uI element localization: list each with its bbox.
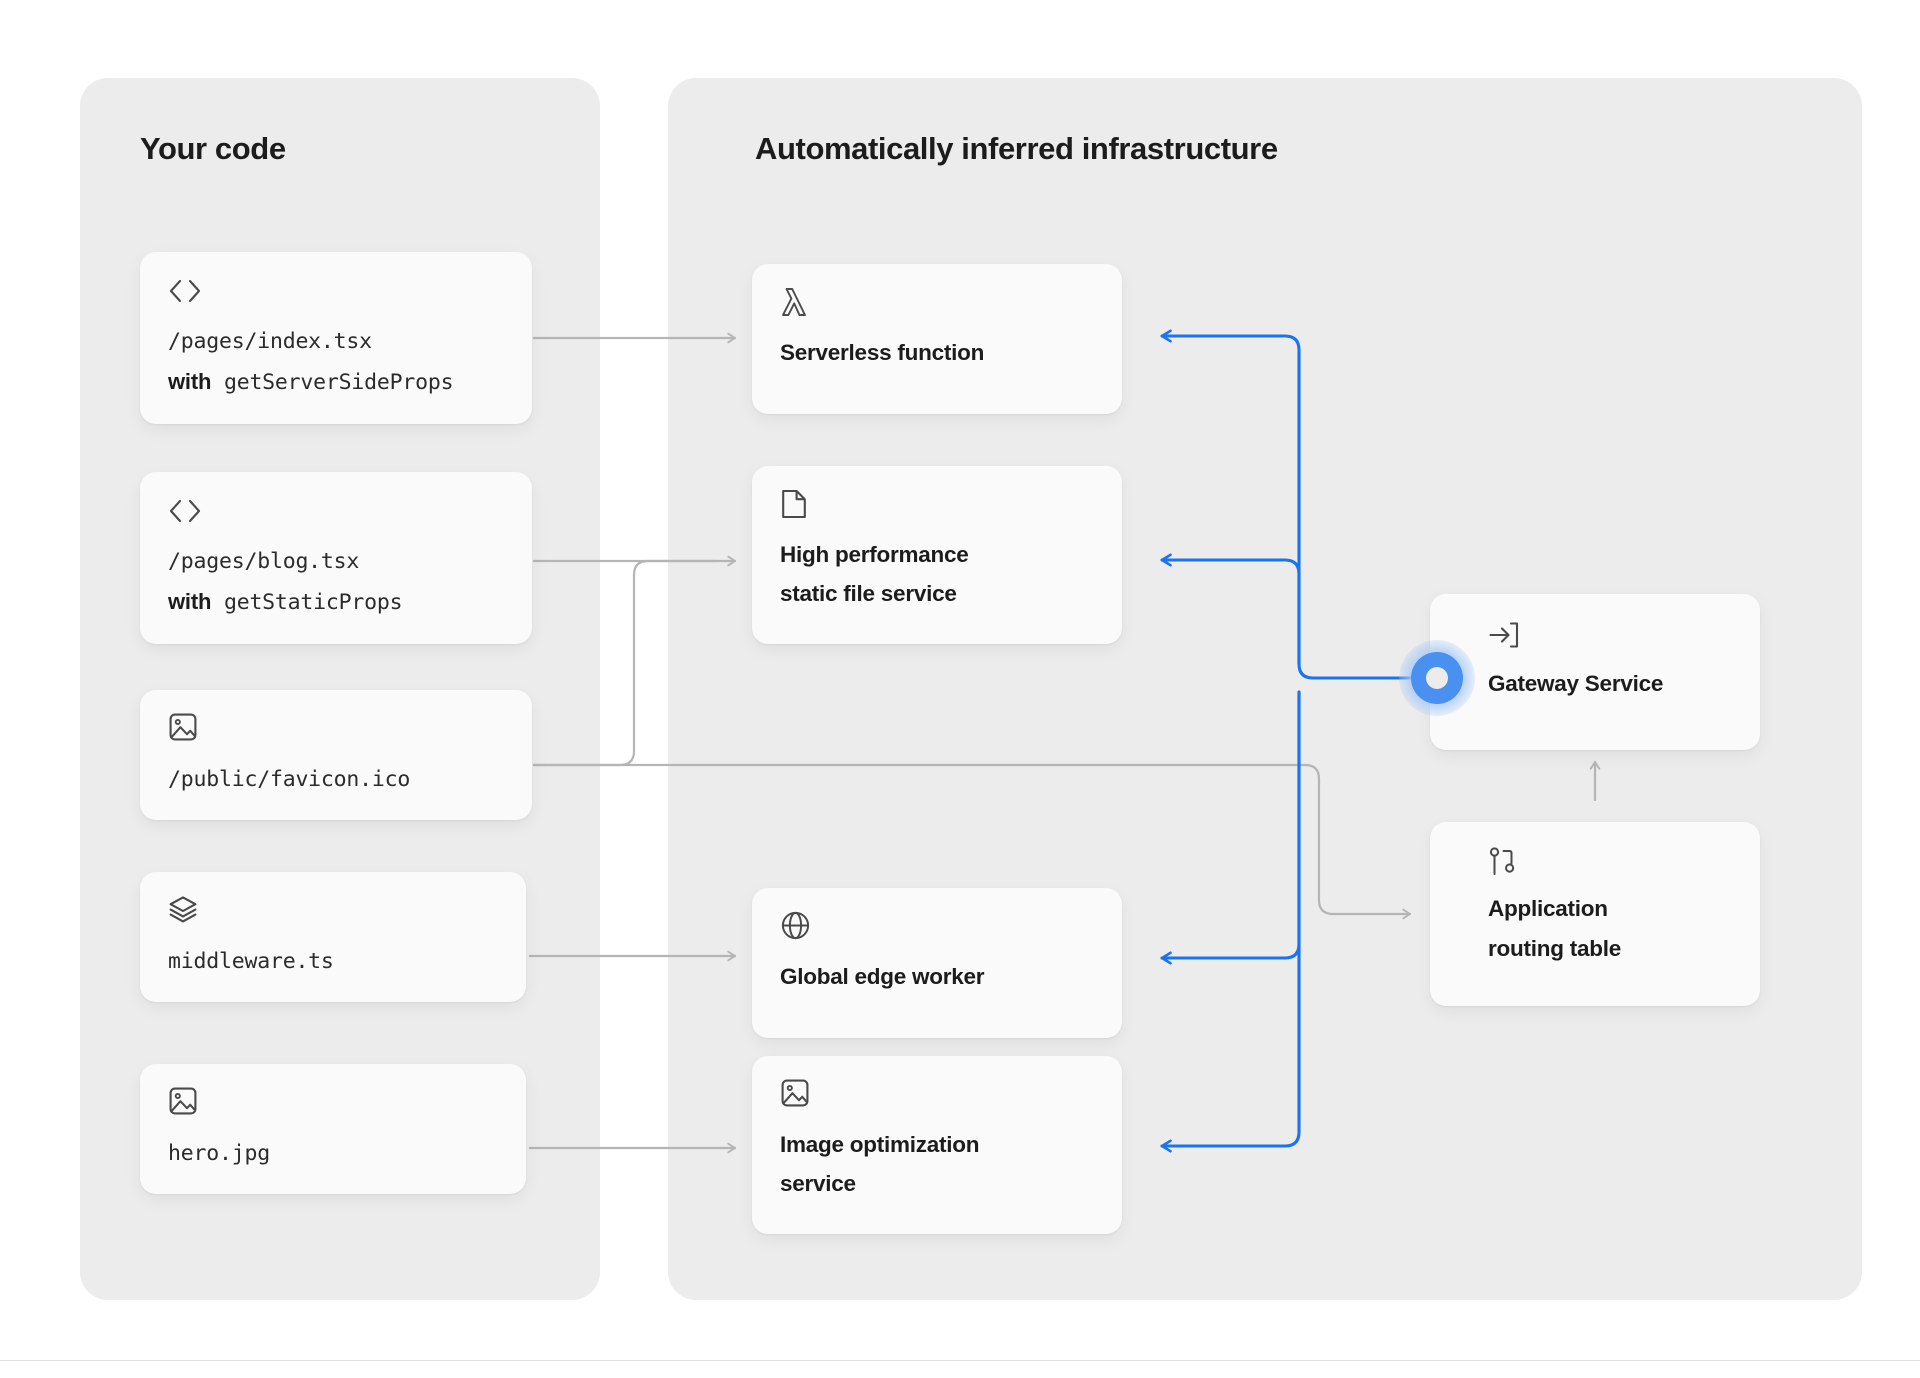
code-brackets-icon <box>168 278 202 304</box>
image-icon <box>168 712 198 742</box>
code-card-detail: with getServerSideProps <box>168 362 454 403</box>
code-card-path: /pages/index.tsx <box>168 329 372 354</box>
code-card-blog-tsx[interactable]: /pages/blog.tsx with getStaticProps <box>140 472 532 644</box>
code-card-path: /public/favicon.ico <box>168 767 411 792</box>
code-card-keyword: with <box>168 589 212 614</box>
right-card-label: Application <box>1488 896 1608 921</box>
code-card-fn: getStaticProps <box>223 590 403 615</box>
right-card-label-line2: routing table <box>1488 936 1621 961</box>
code-card-favicon-ico[interactable]: /public/favicon.ico <box>140 690 532 820</box>
code-card-middleware-ts[interactable]: middleware.ts <box>140 872 526 1002</box>
infra-card-global-edge-worker[interactable]: Global edge worker <box>752 888 1122 1038</box>
gateway-hub-node[interactable] <box>1399 640 1475 716</box>
image-icon <box>168 1086 198 1116</box>
infra-card-label-line2: static file service <box>780 581 957 606</box>
right-card-application-routing-table[interactable]: Application routing table <box>1430 822 1760 1006</box>
code-card-path: middleware.ts <box>168 949 334 974</box>
image-icon <box>780 1078 810 1108</box>
infra-card-image-optimization-service[interactable]: Image optimization service <box>752 1056 1122 1234</box>
code-card-detail: with getStaticProps <box>168 582 403 623</box>
document-icon <box>780 488 808 520</box>
infra-card-label: Image optimization <box>780 1132 980 1157</box>
infra-card-label: Global edge worker <box>780 964 985 989</box>
infra-card-serverless-function[interactable]: Serverless function <box>752 264 1122 414</box>
layers-icon <box>168 894 198 924</box>
wire-gateway-to-static <box>1160 553 1301 666</box>
blue-connectors <box>1160 329 1439 1153</box>
wire-gateway-to-image-optimization <box>1160 690 1301 1153</box>
wire-gateway-to-serverless <box>1160 329 1439 680</box>
code-card-path: hero.jpg <box>168 1141 270 1166</box>
infra-card-static-file-service[interactable]: High performance static file service <box>752 466 1122 644</box>
gateway-hub-center <box>1426 667 1448 689</box>
code-card-fn: getServerSideProps <box>223 370 454 395</box>
code-card-keyword: with <box>168 369 212 394</box>
right-card-gateway-service[interactable]: Gateway Service <box>1430 594 1760 750</box>
infra-card-label: Serverless function <box>780 340 985 365</box>
infra-card-label-line2: service <box>780 1171 856 1196</box>
git-branch-icon <box>1488 846 1516 878</box>
bottom-divider <box>0 1360 1920 1361</box>
login-arrow-icon <box>1488 620 1520 650</box>
code-brackets-icon <box>168 498 202 524</box>
code-card-path: /pages/blog.tsx <box>168 549 360 574</box>
wire-gateway-to-edge-worker <box>1160 690 1301 965</box>
wire-favicon-to-routing-table <box>532 763 1412 920</box>
globe-icon <box>780 910 811 941</box>
panel-title-inferred-infrastructure: Automatically inferred infrastructure <box>755 131 1278 166</box>
gray-connectors <box>528 332 1601 1154</box>
lambda-icon <box>780 286 810 318</box>
infra-card-label: High performance <box>780 542 969 567</box>
right-card-label: Gateway Service <box>1488 671 1664 696</box>
code-card-hero-jpg[interactable]: hero.jpg <box>140 1064 526 1194</box>
panel-title-your-code: Your code <box>140 131 286 166</box>
code-card-index-tsx[interactable]: /pages/index.tsx with getServerSideProps <box>140 252 532 424</box>
